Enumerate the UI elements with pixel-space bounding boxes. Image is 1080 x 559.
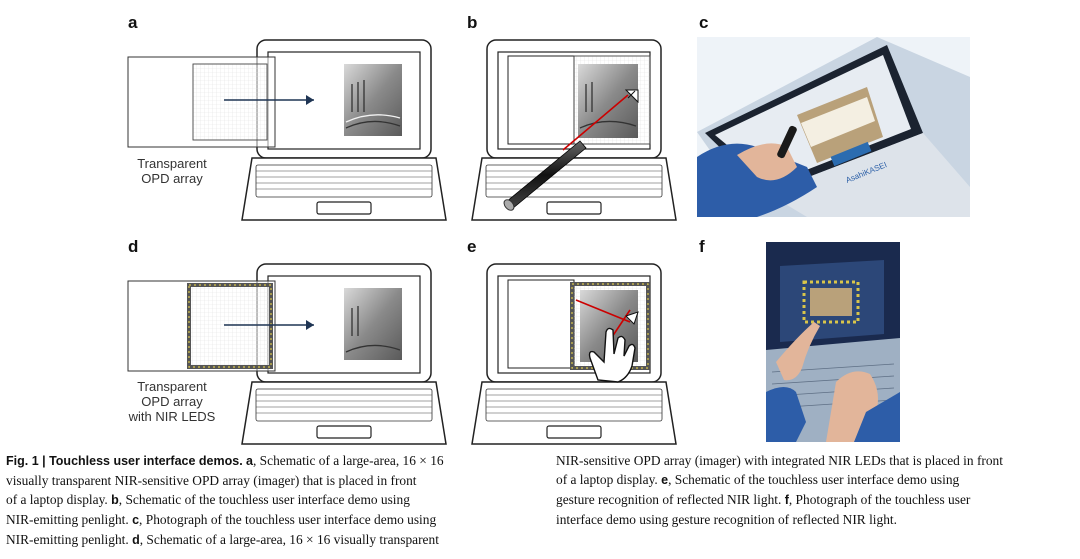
opd-label-a: Transparent OPD array bbox=[107, 156, 237, 186]
panel-label-a: a bbox=[128, 13, 138, 32]
opd-label-d-line1: Transparent bbox=[137, 379, 207, 394]
figure-caption-right: NIR-sensitive OPD array (imager) with in… bbox=[556, 453, 1003, 527]
opd-label-d: Transparent OPD array with NIR LEDS bbox=[107, 379, 237, 424]
laptop-e bbox=[471, 263, 677, 445]
hand-icon bbox=[588, 327, 636, 383]
panel-label-c: c bbox=[699, 13, 709, 32]
caption-fig-label: Fig. 1 | Touchless user interface demos. bbox=[6, 454, 243, 468]
laptop-a bbox=[127, 39, 447, 221]
opd-label-d-line3: with NIR LEDS bbox=[128, 409, 216, 424]
laptop-b bbox=[471, 39, 677, 221]
panel-label-b: b bbox=[467, 13, 478, 32]
photo-c: AsahiKASEI bbox=[697, 37, 970, 217]
laptop-d bbox=[127, 263, 447, 445]
figure-caption-left: Fig. 1 | Touchless user interface demos.… bbox=[6, 453, 444, 547]
photo-f bbox=[766, 242, 900, 442]
opd-label-d-line2: OPD array bbox=[141, 394, 203, 409]
opd-label-a-line2: OPD array bbox=[141, 171, 203, 186]
panel-label-d: d bbox=[128, 237, 139, 256]
panel-label-e: e bbox=[467, 237, 477, 256]
opd-label-a-line1: Transparent bbox=[137, 156, 207, 171]
panel-label-f: f bbox=[699, 237, 705, 256]
